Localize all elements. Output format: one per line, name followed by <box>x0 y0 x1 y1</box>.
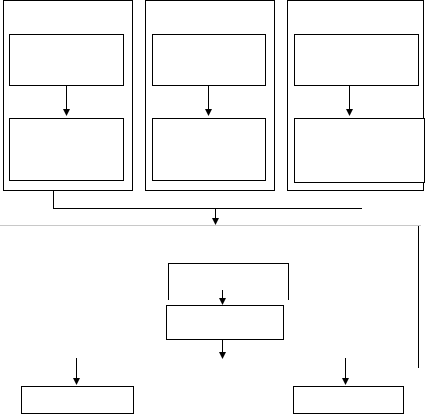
merge-connector <box>53 191 362 225</box>
panel-1-top-box <box>9 34 124 86</box>
panel-2-frame <box>145 0 275 191</box>
central-group <box>166 263 289 359</box>
central-box <box>166 305 284 340</box>
merge-down-arrowhead <box>212 218 219 225</box>
panel-1-bottom-box <box>9 118 124 181</box>
panel-3-bottom-box <box>294 118 425 183</box>
merge-connector-line <box>53 191 362 209</box>
bottom-right-box <box>293 386 404 414</box>
bottom-left-group <box>21 358 134 414</box>
panel-2 <box>145 0 275 191</box>
panel-2-bottom-box <box>152 118 266 181</box>
central-out-arrowhead <box>219 352 226 359</box>
panel-3-connector-arrowhead <box>346 109 353 116</box>
panel-3 <box>287 0 425 191</box>
bottom-left-in-arrowhead <box>73 378 80 385</box>
central-open-bracket-box <box>168 263 289 300</box>
panel-1-connector-arrowhead <box>63 109 70 116</box>
bottom-right-group <box>293 358 404 414</box>
panel-1 <box>3 0 133 191</box>
central-inner-arrowhead <box>219 298 226 305</box>
bottom-left-box <box>21 386 134 414</box>
bottom-right-in-arrowhead <box>342 378 349 385</box>
panel-2-top-box <box>152 34 266 86</box>
panel-1-frame <box>3 0 133 191</box>
panel-3-frame <box>287 0 424 191</box>
panel-3-top-box <box>294 34 419 86</box>
panel-2-connector-arrowhead <box>205 109 212 116</box>
